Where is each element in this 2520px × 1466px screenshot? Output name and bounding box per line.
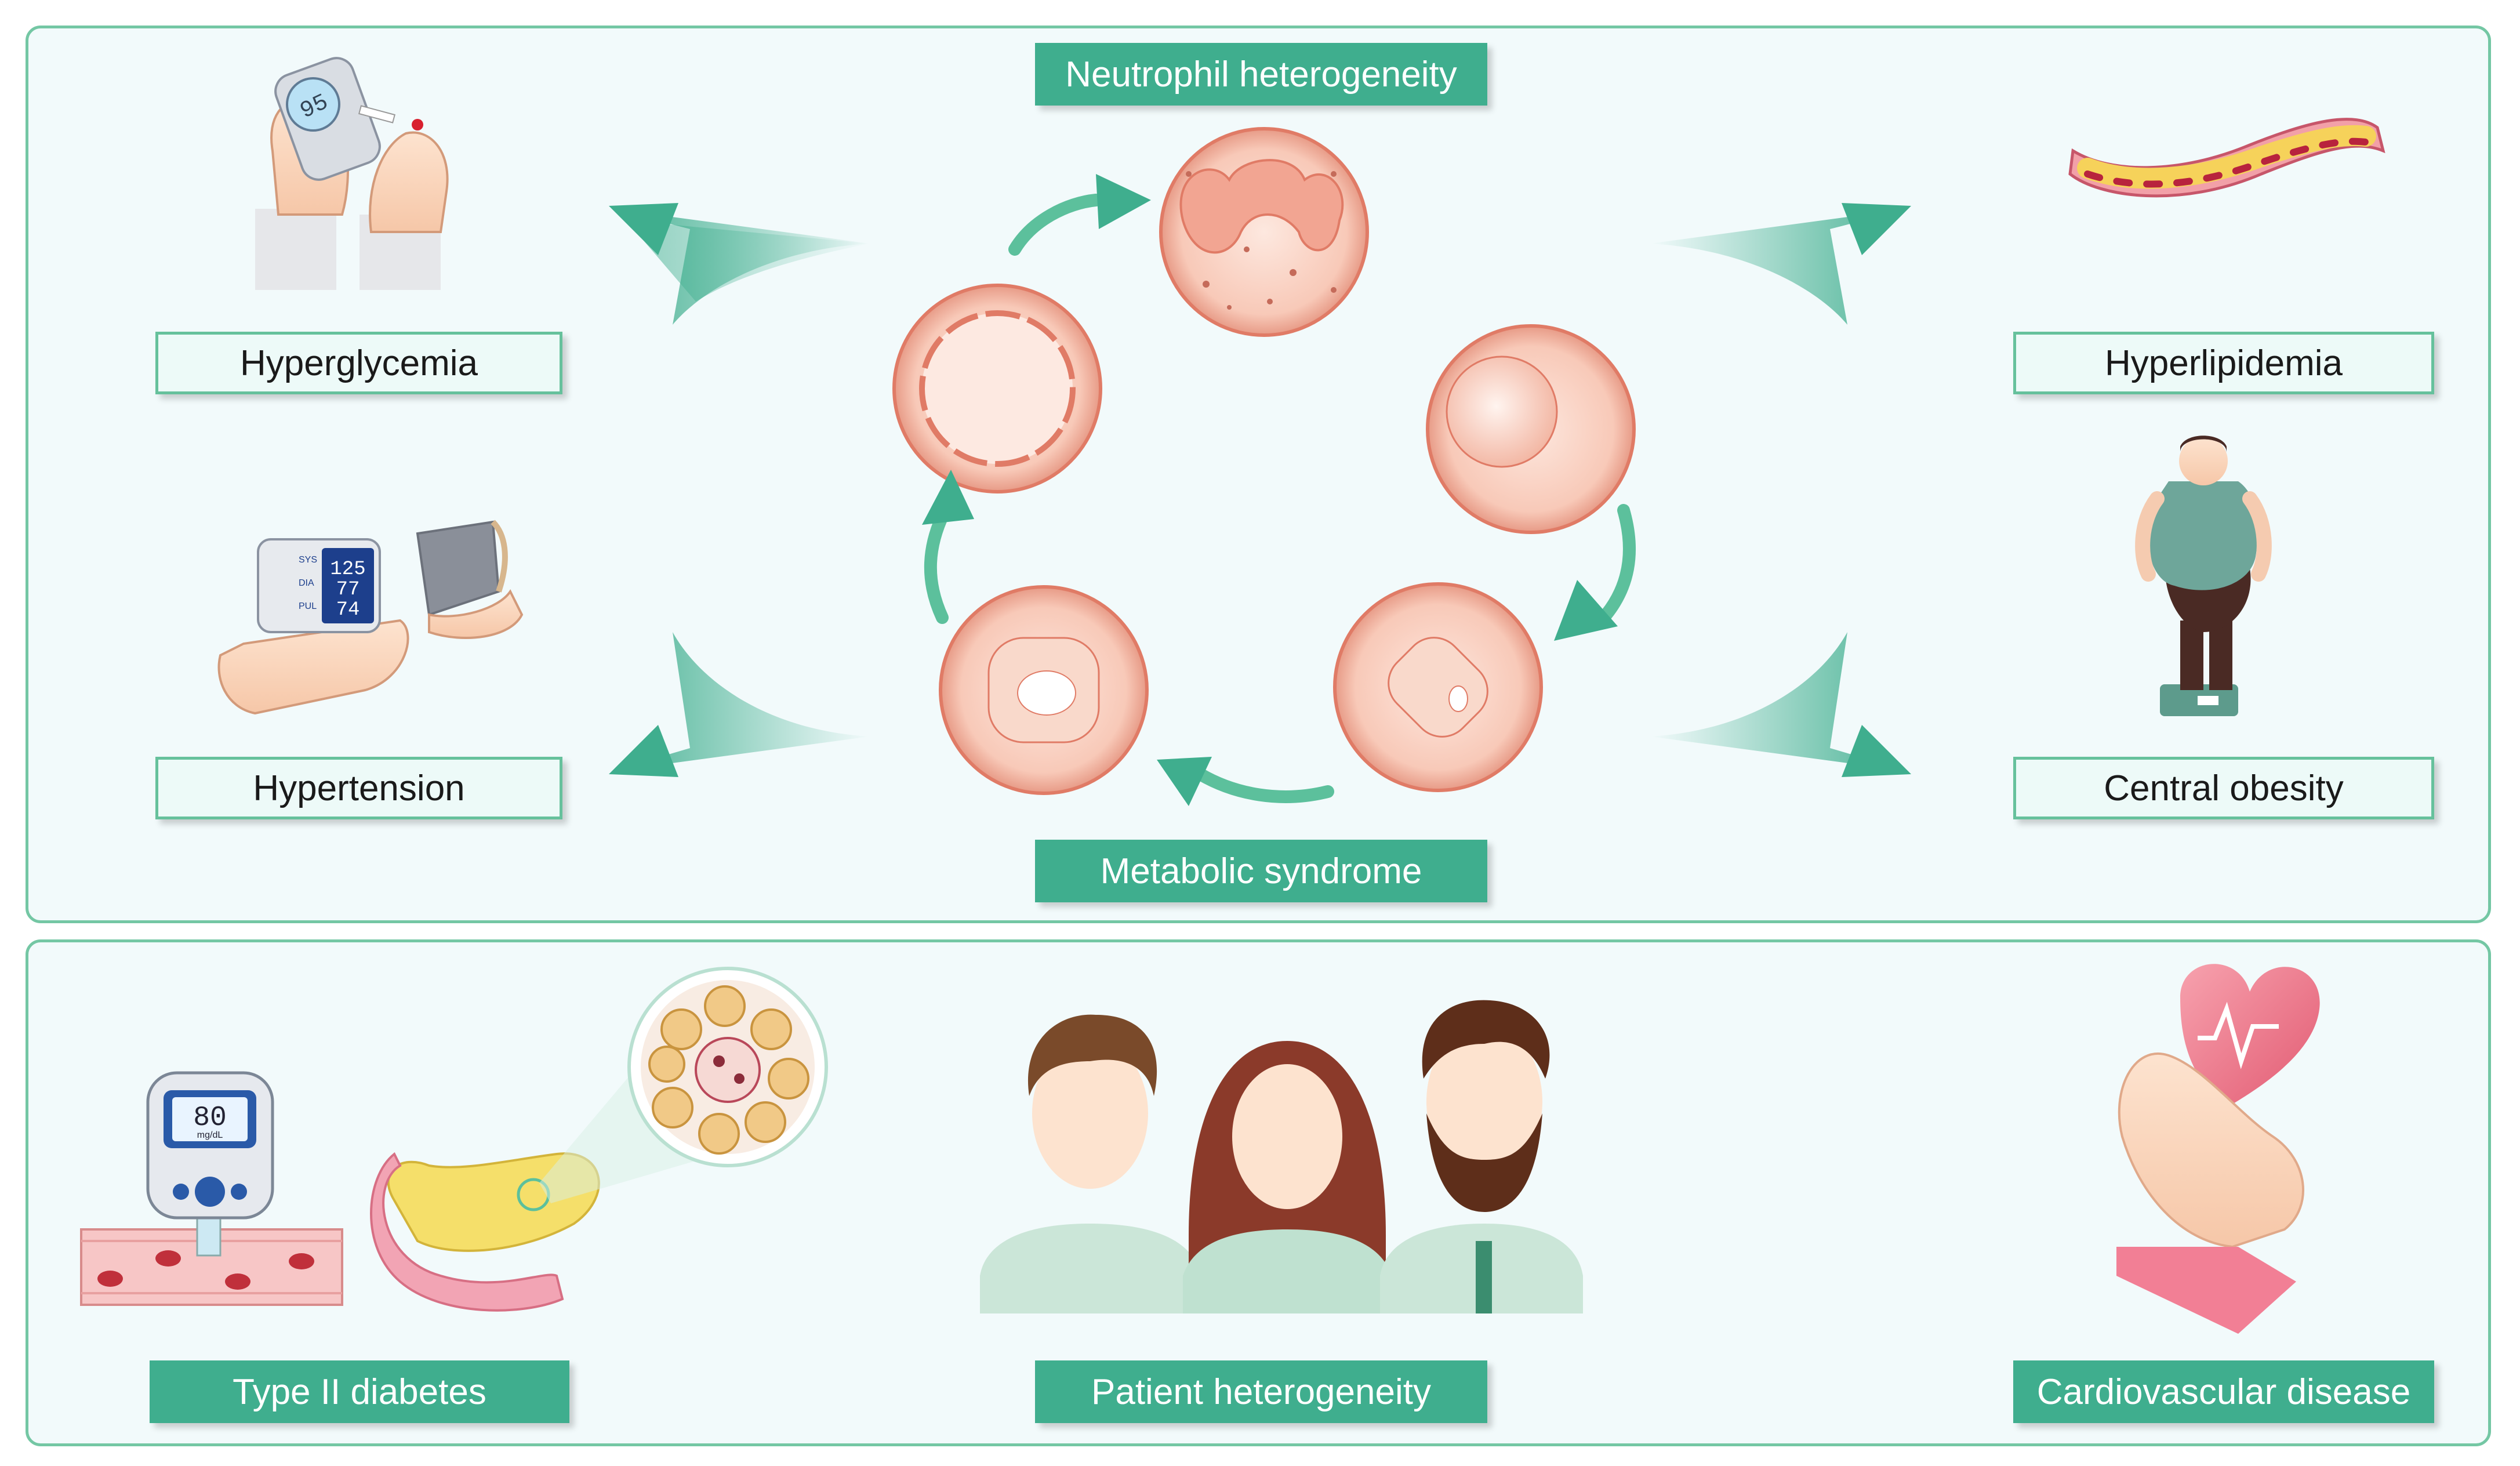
fan-arrow-top-left [609,203,870,325]
patient-group-illustration [980,1000,1583,1313]
metabolic-syndrome-title: Metabolic syndrome [1035,840,1487,902]
hypertension-label: Hypertension [155,757,562,819]
bp-sys-value: 125 [330,558,365,580]
bp-pul-label: PUL [299,601,317,611]
glucose-meter-unit: mg/dL [197,1130,223,1140]
hyperglycemia-label: Hyperglycemia [155,332,562,394]
fan-arrow-bottom-left [609,632,870,777]
cycle-arrowheads [922,174,1618,806]
promyelocyte-cell [1333,582,1543,792]
bp-sys-label: SYS [299,555,317,565]
central-obesity-label: Central obesity [2013,757,2434,819]
myelocyte-cell [939,585,1149,795]
fan-arrow-top-right [1650,203,1911,325]
fan-arrow-bottom-right [1650,632,1911,777]
pancreas-illustration [370,1073,719,1312]
bp-pul-value: 74 [336,599,360,621]
bp-dia-label: DIA [299,578,314,588]
bp-dia-value: 77 [336,579,360,601]
hyperlipidemia-label: Hyperlipidemia [2013,332,2434,394]
central-obesity-illustration [2135,436,2272,716]
patient-heterogeneity-label: Patient heterogeneity [1035,1360,1487,1423]
islet-magnified-illustration [627,967,828,1167]
glucometer-hands-illustration: 95 [255,57,449,290]
myeloblast-cell [1426,324,1636,534]
neutrophil-mature-cell [1159,127,1369,337]
cardiovascular-disease-label: Cardiovascular disease [2013,1360,2434,1423]
type2-diabetes-label: Type II diabetes [150,1360,569,1423]
neutrophil-heterogeneity-title: Neutrophil heterogeneity [1035,43,1487,106]
band-cell [892,284,1102,493]
glucose-meter-illustration: 80 mg/dL [80,1071,343,1306]
glucose-meter-value: 80 [193,1102,227,1134]
blood-pressure-monitor-illustration: 125 77 74 SYS DIA PUL [217,520,524,715]
cycle-arrows [924,194,1636,803]
artery-plaque-illustration [2068,118,2385,198]
heart-in-hand-illustration [2116,964,2320,1334]
